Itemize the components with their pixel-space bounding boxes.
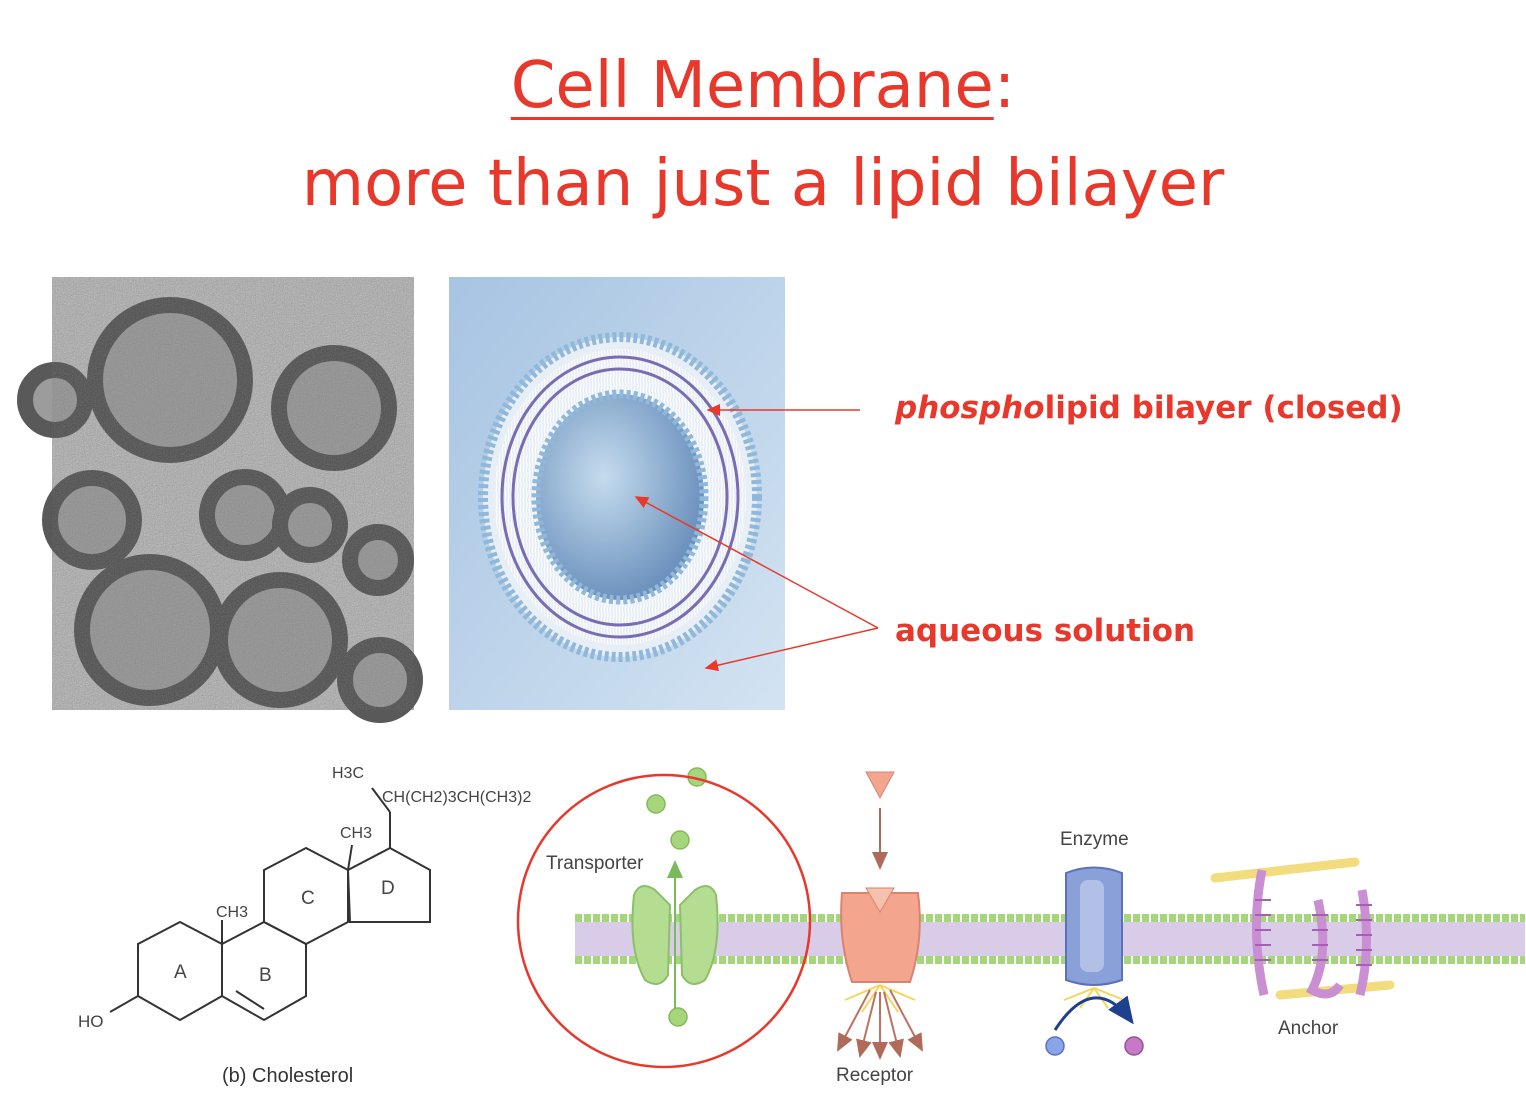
hydroxyl-label: HO bbox=[78, 1012, 104, 1031]
h3c-label: H3C bbox=[332, 765, 365, 782]
receptor-label: Receptor bbox=[836, 1065, 914, 1086]
bilayer-label-rest: lipid bilayer (closed) bbox=[1044, 390, 1403, 426]
title-main: Cell Membrane bbox=[510, 49, 994, 123]
transporter-label: Transporter bbox=[546, 853, 644, 874]
anchor-label: Anchor bbox=[1278, 1018, 1339, 1039]
micrograph-image bbox=[17, 277, 423, 723]
page-title: Cell Membrane: bbox=[0, 42, 1526, 130]
aqueous-arrow-outer bbox=[704, 627, 879, 672]
transporter-protein bbox=[631, 767, 719, 1027]
ring-label-d: D bbox=[381, 878, 395, 899]
title-colon: : bbox=[993, 49, 1016, 123]
transporter-highlight-circle bbox=[516, 773, 812, 1069]
anchor-protein bbox=[1210, 857, 1395, 1000]
ring-label-c: C bbox=[301, 888, 315, 909]
enzyme-label: Enzyme bbox=[1060, 829, 1129, 850]
page-subtitle: more than just a lipid bilayer bbox=[301, 147, 1225, 221]
cholesterol-caption: (b) Cholesterol bbox=[222, 1065, 354, 1087]
enzyme-protein bbox=[1045, 866, 1144, 1056]
cholesterol-structure bbox=[109, 787, 431, 1022]
bilayer-label-italic: phospho bbox=[895, 390, 1045, 426]
side-chain-label: CH(CH2)3CH(CH3)2 bbox=[382, 789, 532, 806]
ring-label-b: B bbox=[259, 965, 272, 986]
receptor-protein bbox=[837, 771, 923, 1060]
methyl-label-b: CH3 bbox=[340, 825, 373, 842]
bilayer-label: phospholipid bilayer (closed) bbox=[895, 390, 1403, 426]
aqueous-arrow-inner bbox=[634, 496, 879, 629]
methyl-label-a: CH3 bbox=[216, 904, 249, 921]
ring-label-a: A bbox=[174, 962, 187, 983]
aqueous-label: aqueous solution bbox=[895, 613, 1196, 649]
vesicle-diagram bbox=[449, 277, 785, 710]
